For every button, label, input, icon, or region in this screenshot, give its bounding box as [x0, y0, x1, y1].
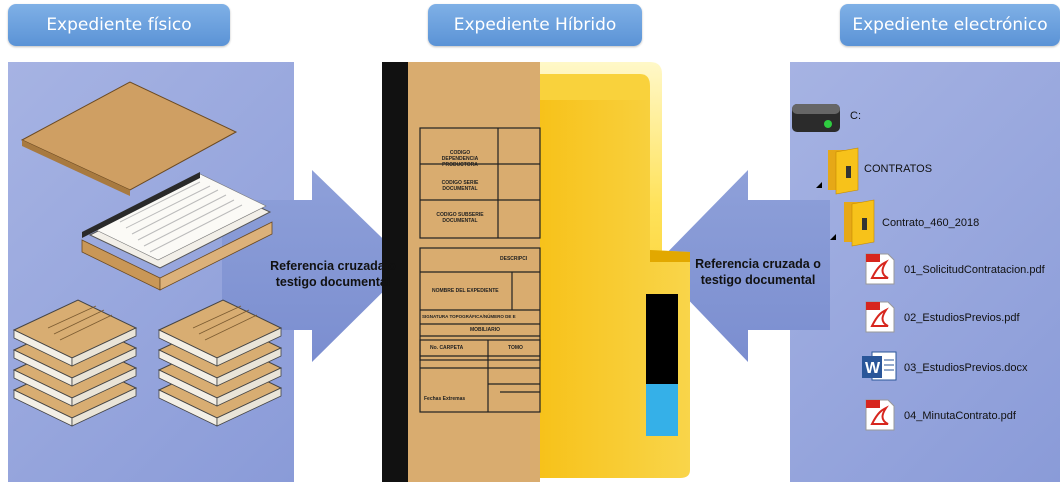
folder-contrato460-label: Contrato_460_2018 [882, 217, 980, 229]
form-label-serie: CODIGO SERIE DOCUMENTAL [424, 180, 496, 192]
folder-contrato460-icon [830, 199, 875, 247]
arrow-label-line: testigo documental [275, 275, 391, 289]
form-text: DEPENDENCIA [441, 156, 479, 162]
word-icon: W [862, 351, 897, 381]
form-label-tomo: TOMO [508, 345, 523, 351]
hard-drive-icon [792, 104, 840, 132]
file-label: 04_MinutaContrato.pdf [904, 410, 1016, 422]
pdf-icon [865, 253, 895, 285]
file-label: 02_EstudiosPrevios.pdf [904, 312, 1020, 324]
hybrid-folder [382, 62, 690, 482]
form-label-fechas: Fechas Extremas [424, 396, 466, 402]
file-label: 01_SolicitudContratacion.pdf [904, 264, 1045, 276]
form-label-nombre: NOMBRE DEL EXPEDIENTE [432, 288, 499, 294]
form-text: DOCUMENTAL [442, 186, 478, 192]
form-label-subserie: CODIGO SUBSERIE DOCUMENTAL [424, 212, 496, 224]
form-text: CODIGO [449, 150, 471, 156]
form-text: CODIGO SERIE [441, 180, 479, 186]
form-label-descripcion: DESCRIPCI [500, 256, 528, 262]
arrow-label-right: Referencia cruzada o testigo documental [688, 256, 828, 288]
form-text: PRODUCTORA [442, 162, 478, 168]
form-label-mobiliario: MOBILIARIO [470, 327, 500, 333]
right-arrow [655, 170, 830, 362]
form-label-signatura: SIGNATURA TOPOGRÁFICA/NÚMERO DE E [422, 314, 516, 319]
form-text: DOCUMENTAL [442, 218, 478, 224]
pdf-icon [865, 399, 895, 431]
header-hibrido-label: Expediente Híbrido [453, 15, 617, 35]
arrow-label-line: Referencia cruzada o [270, 259, 396, 273]
folder-stack-left [12, 299, 138, 427]
form-label-carpeta: No. CARPETA [430, 345, 464, 351]
header-fisico-label: Expediente físico [46, 15, 192, 35]
arrow-label-left: Referencia cruzada o testigo documental [258, 258, 408, 290]
header-fisico: Expediente físico [8, 4, 230, 46]
folder-contratos-label: CONTRATOS [864, 163, 933, 175]
file-label: 03_EstudiosPrevios.docx [904, 362, 1028, 374]
open-folder-illustration [20, 81, 273, 291]
header-electronico-label: Expediente electrónico [852, 15, 1048, 35]
svg-text:W: W [865, 360, 881, 377]
folder-stack-right [157, 299, 283, 427]
header-hibrido: Expediente Híbrido [428, 4, 642, 46]
arrow-label-line: testigo documental [700, 273, 816, 287]
header-electronico: Expediente electrónico [840, 4, 1060, 46]
arrow-label-line: Referencia cruzada o [695, 257, 821, 271]
form-label-dependencia: CODIGO DEPENDENCIA PRODUCTORA [424, 150, 496, 168]
drive-label: C: [850, 110, 861, 122]
folder-contratos-icon [816, 147, 859, 195]
form-text: CODIGO SUBSERIE [436, 212, 484, 218]
pdf-icon [865, 301, 895, 333]
left-arrow [222, 170, 410, 362]
